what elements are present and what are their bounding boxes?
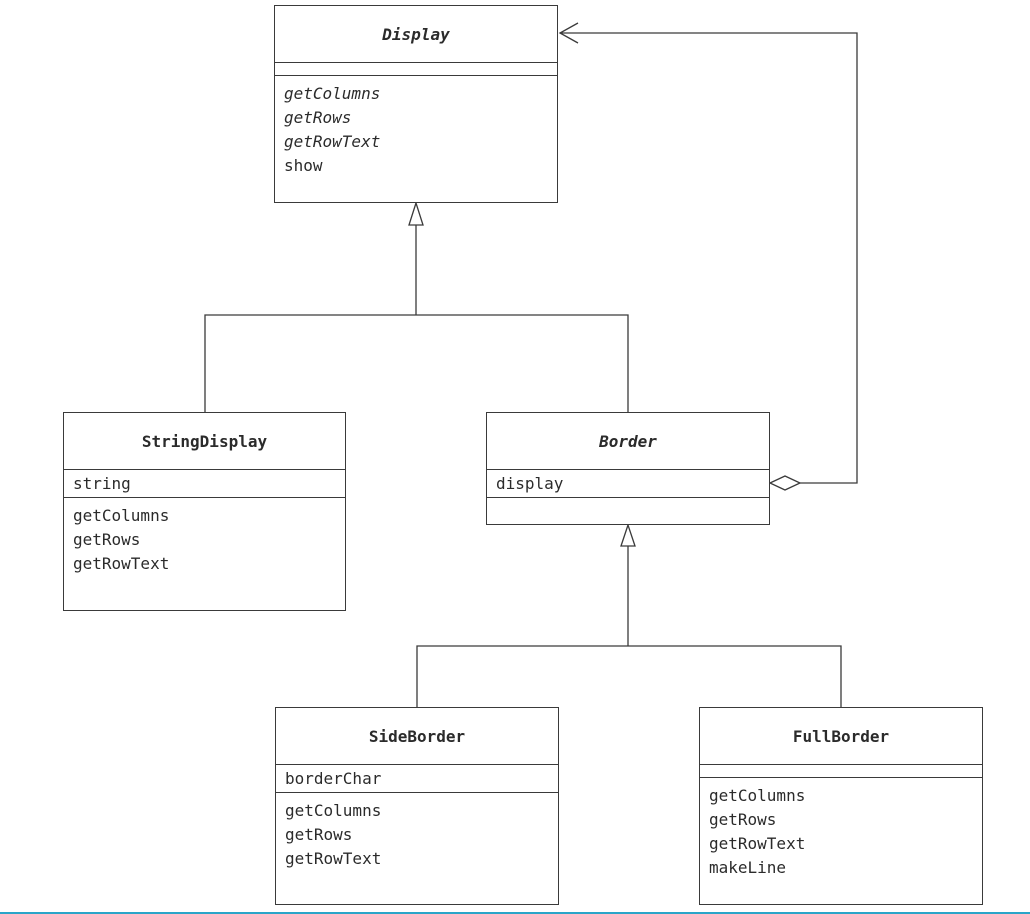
class-methods: getColumns getRows getRowText (64, 498, 345, 582)
class-name: SideBorder (276, 708, 558, 765)
method: show (284, 156, 323, 175)
class-name: FullBorder (700, 708, 982, 765)
method: getRows (285, 825, 353, 844)
class-fields (700, 765, 982, 778)
generalization-arrowhead-border (620, 522, 636, 547)
class-name: StringDisplay (64, 413, 345, 470)
method: makeLine (709, 858, 787, 877)
class-methods: getColumns getRows getRowText (276, 793, 558, 877)
method: getColumns (285, 801, 382, 820)
field: borderChar (285, 769, 382, 788)
aggregation-diamond (768, 475, 802, 491)
class-string-display: StringDisplay string getColumns getRows … (63, 412, 346, 611)
method: getRowText (285, 849, 382, 868)
method: getRows (709, 810, 777, 829)
class-methods: getColumns getRows getRowText makeLine (700, 778, 982, 886)
class-methods: getColumns getRows getRowText show (275, 76, 557, 184)
field: display (496, 474, 564, 493)
method: getRowText (284, 132, 381, 151)
method: getColumns (73, 506, 170, 525)
generalization-edge-display (204, 314, 629, 412)
class-full-border: FullBorder getColumns getRows getRowText… (699, 707, 983, 905)
class-display: Display getColumns getRows getRowText sh… (274, 5, 558, 203)
class-fields: string (64, 470, 345, 498)
aggregation-edge (560, 32, 858, 484)
method: getRowText (73, 554, 170, 573)
method: getRows (284, 108, 352, 127)
method: getRows (73, 530, 141, 549)
class-fields: display (487, 470, 769, 498)
class-methods (487, 498, 769, 510)
aggregation-open-arrowhead (558, 22, 579, 44)
field: string (73, 474, 131, 493)
class-border: Border display (486, 412, 770, 525)
method: getRowText (709, 834, 806, 853)
generalization-arrowhead-display (408, 200, 424, 226)
method: getColumns (284, 84, 381, 103)
class-side-border: SideBorder borderChar getColumns getRows… (275, 707, 559, 905)
class-name: Border (487, 413, 769, 470)
class-fields: borderChar (276, 765, 558, 793)
method: getColumns (709, 786, 806, 805)
class-name: Display (275, 6, 557, 63)
class-fields (275, 63, 557, 76)
generalization-edge-border (416, 645, 842, 707)
bottom-rule (0, 912, 1030, 914)
